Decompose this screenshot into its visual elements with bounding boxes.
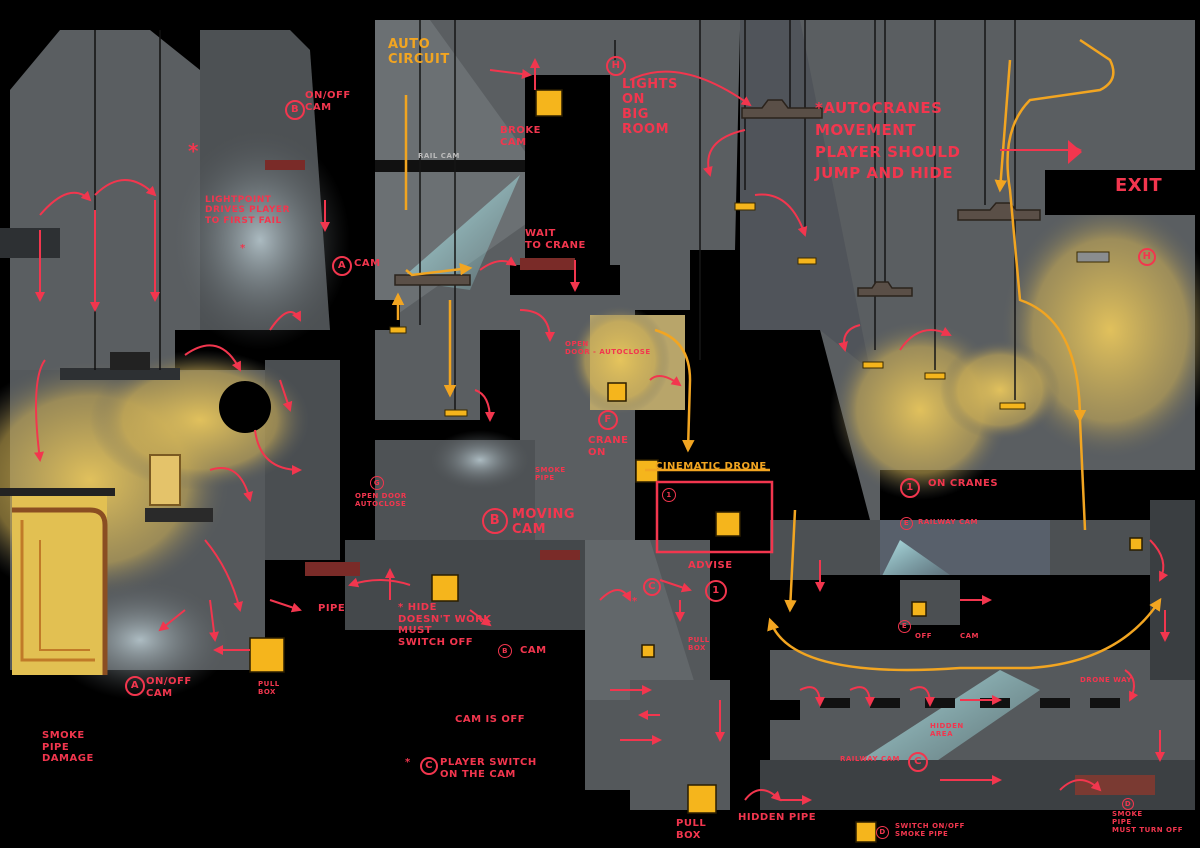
marker-h-top: H [606, 56, 626, 76]
label-wait-crane: WAIT TO CRANE [525, 228, 586, 251]
marker-f: F [598, 410, 618, 430]
label-player-switch: PLAYER SWITCH ON THE CAM [440, 757, 537, 780]
label-advise: ADVISE [688, 560, 733, 571]
label-off-cam: OFF [915, 632, 933, 640]
label-lights-on: LIGHTS ON BIG ROOM [622, 77, 678, 137]
label-smoke-pipe: SMOKE PIPE [535, 466, 566, 483]
marker-b-top: B [285, 100, 305, 120]
label-rail-cam: RAIL CAM [418, 152, 460, 160]
marker-e-railway: E [900, 517, 913, 530]
label-smoke-pipe-damage: SMOKE PIPE DAMAGE [42, 730, 94, 764]
big-door [12, 495, 108, 675]
marker-b-hide: B [498, 644, 512, 658]
label-drone-way: DRONE WAY [1080, 676, 1132, 684]
marker-one-drone: 1 [662, 488, 676, 502]
label-pull-box-bottom: PULL BOX [676, 818, 707, 841]
marker-star-switch: * [405, 757, 411, 768]
label-cam-a: CAM [354, 258, 381, 269]
label-open-door-autoclose: OPEN DOOR AUTOCLOSE [355, 492, 407, 509]
label-moving-cam: MOVING CAM [512, 507, 576, 537]
marker-a-top: A [332, 256, 352, 276]
marker-e-off: E [898, 620, 911, 633]
label-railway-cam: RAILWAY CAM [918, 518, 979, 526]
marker-d-smoke: D [1122, 798, 1134, 810]
marker-i-cranes: 1 [900, 478, 920, 498]
label-open-door-top: OPEN DOOR - AUTOCLOSE [565, 340, 651, 357]
label-on-off-cam-b: ON/OFF CAM [305, 90, 351, 113]
label-cinematic-drone: CINEMATIC DRONE [655, 461, 767, 472]
label-railway-cam-c: RAILWAY CAM [840, 755, 901, 763]
label-pipe: PIPE [318, 603, 346, 614]
label-on-cranes: ON CRANES [928, 478, 999, 489]
label-hidden-area: HIDDEN AREA [930, 722, 964, 739]
label-cam-is-off: CAM IS OFF [455, 714, 526, 725]
marker-a-bottom: A [125, 676, 145, 696]
label-lightpoint: LIGHTPOINT DRIVES PLAYER TO FIRST FAIL [205, 195, 291, 226]
marker-star-advise: * [632, 596, 638, 607]
label-hidden-pipe: HIDDEN PIPE [738, 812, 817, 823]
label-switch-on-off: SWITCH ON/OFF SMOKE PIPE [895, 822, 965, 839]
marker-d-switch: D [876, 826, 889, 839]
label-cam-hide: CAM [520, 645, 547, 656]
marker-h-exit: H [1138, 248, 1156, 266]
label-hide-note: * HIDE DOESN'T WORK MUST SWITCH OFF [398, 602, 492, 648]
label-auto-circuit: AUTO CIRCUIT [388, 37, 450, 67]
label-pull-box-left: PULL BOX [258, 680, 280, 697]
marker-star-left: * [188, 139, 199, 163]
label-autocranes: *AUTOCRANES MOVEMENT PLAYER SHOULD JUMP … [815, 99, 961, 183]
label-on-off-cam-a: ON/OFF CAM [146, 676, 192, 699]
marker-c-railway: C [908, 752, 928, 772]
label-off-cam-suffix: CAM [960, 632, 980, 640]
marker-c-advise: C [643, 578, 661, 596]
label-pull-box-mid: PULL BOX [688, 636, 710, 653]
marker-g: G [370, 476, 384, 490]
label-smoke-pipe-must: SMOKE PIPE MUST TURN OFF [1112, 810, 1184, 835]
marker-star-lightpoint: * [240, 243, 246, 254]
marker-c-switch: C [420, 757, 438, 775]
marker-one-advise: 1 [705, 580, 727, 602]
label-broke-cam: BROKE CAM [500, 125, 541, 148]
label-crane-on: CRANE ON [588, 435, 629, 458]
label-exit: EXIT [1115, 175, 1163, 196]
marker-b-moving: B [482, 508, 508, 534]
